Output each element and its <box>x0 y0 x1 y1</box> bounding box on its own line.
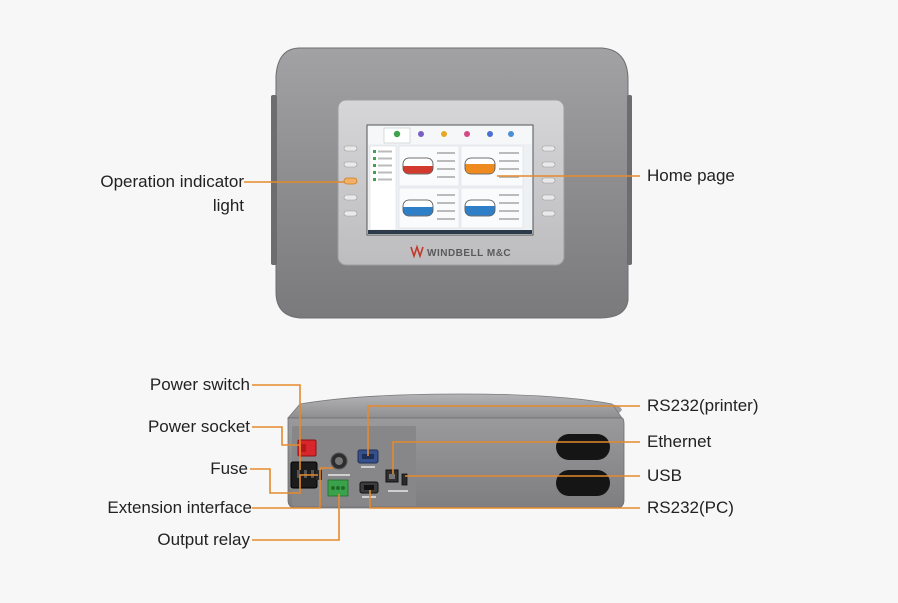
terminal-screw-icon <box>331 486 335 490</box>
home-tab-icon <box>393 130 401 138</box>
label-fuse: Fuse <box>210 459 248 478</box>
label-usb: USB <box>647 466 682 485</box>
tank-panel <box>398 145 460 187</box>
screen-tab-icons <box>383 127 514 144</box>
terminal-screw-icon <box>341 486 345 490</box>
label-rs232-pc: RS232(PC) <box>647 498 734 517</box>
tab-icon <box>441 131 447 137</box>
tank-panel <box>460 187 524 229</box>
left-side-edge <box>271 95 277 265</box>
label-operation-indicator-line1: Operation indicator <box>100 172 244 191</box>
right-button-column <box>541 145 556 217</box>
tank-panel <box>460 145 524 187</box>
label-power-switch: Power switch <box>149 375 250 394</box>
side-button[interactable] <box>541 210 556 217</box>
bottom-view <box>287 393 625 509</box>
vent-slot <box>556 434 610 460</box>
label-operation-indicator-line2: light <box>212 196 244 215</box>
label-extension-interface: Extension interface <box>107 498 252 517</box>
side-button[interactable] <box>541 161 556 168</box>
leader-lines <box>244 175 640 541</box>
power-socket-pin <box>304 470 307 478</box>
side-button[interactable] <box>343 210 358 217</box>
rs232-pc-pins <box>364 485 374 490</box>
connector-center-icon <box>335 457 343 465</box>
label-power-socket: Power socket <box>147 417 250 436</box>
tab-icon <box>487 131 493 137</box>
side-panel-items <box>373 150 392 181</box>
touch-screen[interactable] <box>366 124 534 236</box>
brand-mark-icon <box>410 244 424 259</box>
power-socket-pin <box>311 470 314 478</box>
leader-fuse <box>250 468 318 494</box>
side-button[interactable] <box>541 177 556 184</box>
power-switch-rocker-icon <box>301 444 306 452</box>
connector-caption <box>328 474 350 476</box>
left-button-column <box>343 145 358 217</box>
brand-logo: WINDBELL M&C <box>410 244 511 259</box>
side-button[interactable] <box>343 145 358 152</box>
leader-output-relay <box>252 494 340 541</box>
front-view: WINDBELL M&C <box>271 47 632 319</box>
screen-status-bar <box>368 230 532 234</box>
right-side-edge <box>627 95 632 265</box>
vent-slot <box>556 470 610 496</box>
leader-power-switch <box>252 384 301 447</box>
leader-rs232-printer <box>367 405 640 456</box>
label-home-page: Home page <box>647 166 735 185</box>
label-output-relay: Output relay <box>157 530 250 549</box>
label-ethernet: Ethernet <box>647 432 712 451</box>
port-caption <box>361 466 375 468</box>
side-button[interactable] <box>343 194 358 201</box>
tab-icon <box>464 131 470 137</box>
leader-extension-interface <box>252 467 333 509</box>
port-caption <box>362 496 376 498</box>
port-caption <box>388 490 408 492</box>
tab-icon <box>508 131 514 137</box>
side-button[interactable] <box>343 161 358 168</box>
leader-power-socket <box>252 426 301 470</box>
operation-indicator-light <box>343 177 358 185</box>
usb-port <box>401 473 408 486</box>
tab-icon <box>418 131 424 137</box>
fuse-holder <box>316 470 322 480</box>
label-rs232-printer: RS232(printer) <box>647 396 759 415</box>
terminal-screw-icon <box>336 486 340 490</box>
leader-ethernet <box>392 441 640 474</box>
tank-panel <box>398 187 460 229</box>
side-button[interactable] <box>541 145 556 152</box>
ethernet-clip-icon <box>389 474 395 479</box>
brand-name: WINDBELL M&C <box>427 248 511 259</box>
power-socket-pin <box>297 470 300 478</box>
rs232-printer-pins <box>362 454 374 459</box>
side-button[interactable] <box>541 194 556 201</box>
leader-rs232-pc <box>369 490 640 509</box>
connector-panel <box>292 426 416 506</box>
